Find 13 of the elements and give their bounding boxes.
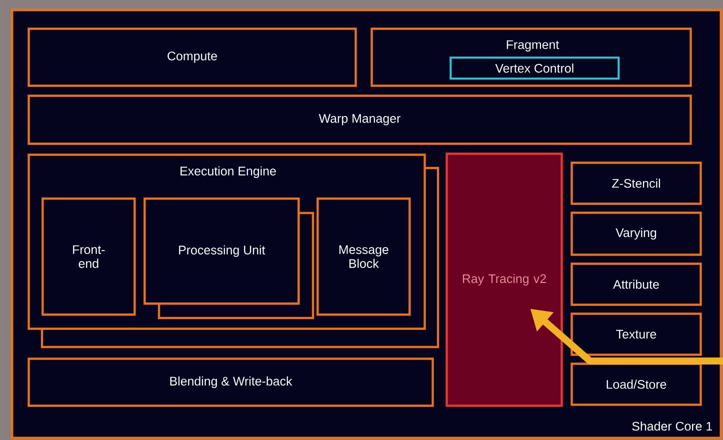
unit-box: Message Block: [316, 198, 411, 316]
unit-box: Vertex Control: [450, 56, 620, 80]
unit-box: Varying: [570, 212, 702, 256]
unit-box: Attribute: [570, 262, 702, 306]
unit-box: Z-Stencil: [570, 162, 702, 205]
highlighted-box: Ray Tracing v2: [446, 152, 563, 407]
unit-box: Warp Manager: [28, 94, 692, 145]
unit-box: Blending & Write-back: [28, 358, 434, 407]
unit-box: Load/Store: [570, 362, 702, 406]
unit-box: Compute: [28, 28, 357, 87]
unit-box: Texture: [570, 312, 702, 356]
stacked-box: Processing Unit: [144, 198, 314, 320]
unit-box: Front-end: [42, 198, 136, 316]
